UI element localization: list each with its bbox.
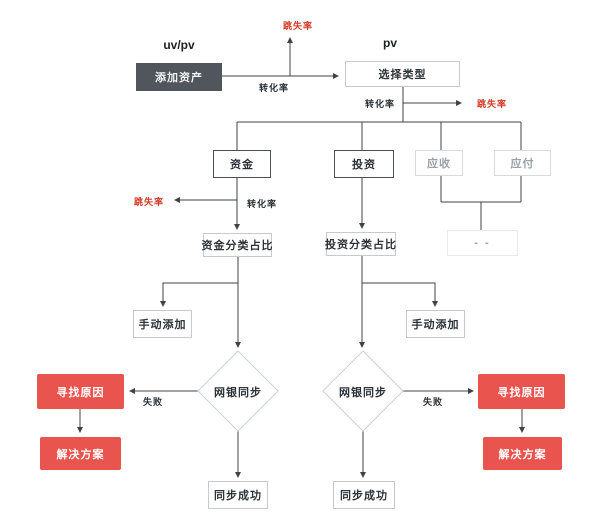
conversion-rate-label-top: 转化率 [258, 83, 289, 93]
placeholder-node[interactable]: - - [447, 230, 518, 256]
receivable-node[interactable]: 应收 [415, 150, 463, 176]
select-type-node[interactable]: 选择类型 [345, 61, 460, 87]
funds-ratio-node[interactable]: 资金分类占比 [202, 233, 273, 257]
funds-node[interactable]: 资金 [213, 150, 271, 178]
solution-left-node[interactable]: 解决方案 [40, 437, 121, 470]
stage-label-uv-pv: uv/pv [163, 38, 195, 52]
sync-success-right-node[interactable]: 同步成功 [333, 481, 395, 509]
bounce-rate-label-left: 跳失率 [133, 197, 164, 207]
manual-add-left-node[interactable]: 手动添加 [133, 310, 192, 338]
stage-label-pv: pv [382, 36, 397, 50]
bounce-rate-label-top: 跳失率 [282, 21, 313, 31]
fail-label-left: 失败 [142, 397, 163, 407]
add-asset-node[interactable]: 添加资产 [136, 63, 222, 91]
bank-sync-right-diamond[interactable]: 网银同步 [339, 387, 387, 399]
solution-right-node[interactable]: 解决方案 [483, 437, 562, 470]
investment-node[interactable]: 投资 [334, 150, 394, 178]
sync-success-left-node[interactable]: 同步成功 [208, 481, 268, 509]
bank-sync-left-diamond[interactable]: 网银同步 [214, 387, 262, 399]
investment-ratio-node[interactable]: 投资分类占比 [325, 232, 396, 256]
manual-add-right-node[interactable]: 手动添加 [406, 310, 465, 338]
find-cause-right-node[interactable]: 寻找原因 [478, 374, 565, 409]
bounce-rate-label-mid: 跳失率 [476, 99, 507, 109]
conversion-rate-label-left: 转化率 [246, 199, 277, 209]
fail-label-right: 失败 [422, 397, 443, 407]
payable-node[interactable]: 应付 [494, 150, 551, 176]
conversion-rate-label-mid: 转化率 [364, 99, 395, 109]
find-cause-left-node[interactable]: 寻找原因 [37, 374, 124, 409]
